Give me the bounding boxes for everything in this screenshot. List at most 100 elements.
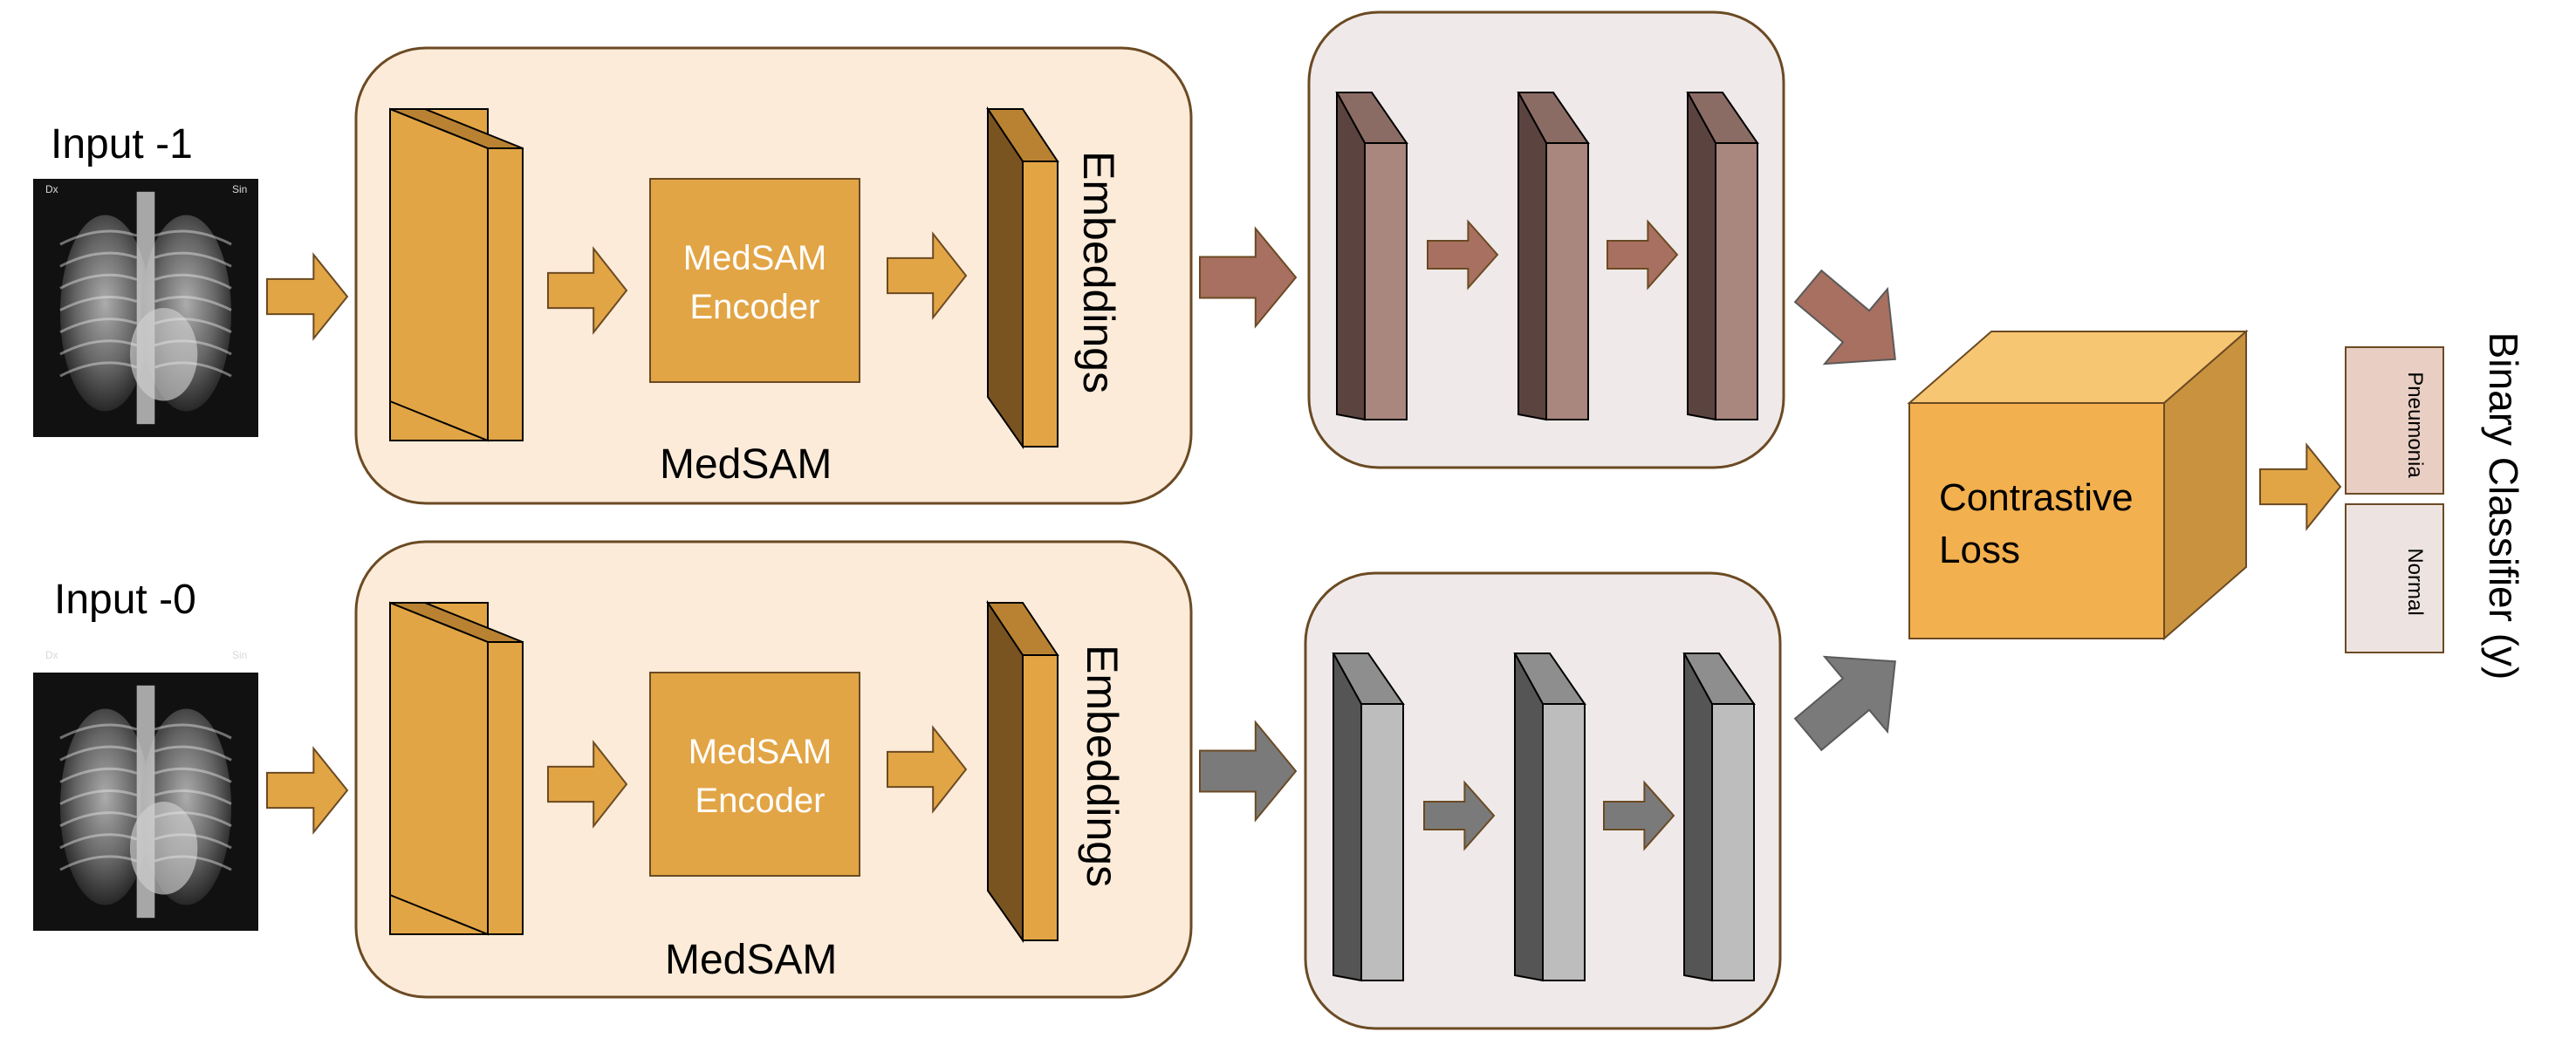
branch-0-xray bbox=[33, 673, 258, 931]
branch-0-xray-rib-l-0 bbox=[154, 723, 232, 740]
branch-0-xray-heart bbox=[129, 802, 198, 895]
branch-1-input-arrow bbox=[266, 252, 349, 341]
branch-0-xray-rib-l-1 bbox=[154, 745, 232, 762]
medsam-label-top: MedSAM bbox=[660, 441, 832, 488]
branch-1-xray-rib-r-4 bbox=[59, 318, 138, 334]
branch-0-to-projection-arrow bbox=[1199, 720, 1298, 823]
branch-0-emb-front bbox=[1022, 654, 1058, 941]
input-1-label: Input -1 bbox=[51, 121, 193, 167]
projection-bottom-slab-2-side bbox=[1683, 652, 1713, 982]
branch-1-emb-side bbox=[987, 106, 1024, 450]
normal-box bbox=[2345, 503, 2444, 653]
branch-0-input-slab-side bbox=[487, 641, 524, 935]
projection-bottom-slab-1-front bbox=[1542, 703, 1586, 981]
medsam-label-bottom: MedSAM bbox=[665, 937, 838, 983]
branch-1-xray-rib-r-6 bbox=[59, 361, 138, 378]
diag-arrow-top-group bbox=[1793, 269, 1896, 366]
branch-0-input-arrow bbox=[266, 746, 349, 835]
branch-1-xray-rib-l-1 bbox=[154, 251, 232, 268]
projection-top-slab-1-front bbox=[1545, 142, 1589, 420]
projection-bottom-slab-0-side bbox=[1333, 652, 1362, 982]
branch-0-to-embeddings-arrow bbox=[887, 725, 968, 814]
projection-bottom-arrow-1 bbox=[1423, 780, 1496, 851]
branch-0-xray-rib-l-5 bbox=[154, 833, 232, 850]
contrastive-loss-line1: Contrastive bbox=[1939, 476, 2134, 519]
projection-bottom-slab-2-front bbox=[1711, 703, 1755, 981]
projection-top-slab-0-side bbox=[1336, 92, 1366, 421]
branch-0-xray-rib-l-2 bbox=[154, 767, 232, 783]
encoder-label-bottom-line2: Encoder bbox=[695, 782, 826, 820]
branch-1-emb-front bbox=[1022, 161, 1058, 448]
projection-top-arrow-1 bbox=[1427, 219, 1499, 290]
branch-0-xray-lung-right bbox=[59, 708, 151, 905]
branch-0-xray-rib-r-0 bbox=[59, 723, 138, 740]
projection-bottom-slab-1-side bbox=[1514, 652, 1544, 982]
projection-bottom-arrow-2 bbox=[1603, 780, 1675, 851]
branch-1-xray-lung-right bbox=[59, 215, 151, 412]
input-0-label: Input -0 bbox=[54, 577, 196, 623]
diag-arrow-bottom-group bbox=[1793, 655, 1896, 752]
branch-1-xray-rib-l-3 bbox=[154, 295, 232, 311]
branch-1-to-embeddings-arrow bbox=[887, 231, 968, 320]
branch-0-xray-rib-l-4 bbox=[154, 811, 232, 828]
projection-top-slab-2-side bbox=[1687, 92, 1716, 421]
branch-0-encoder-box bbox=[649, 672, 860, 877]
diag-arrow-top bbox=[1793, 269, 1896, 366]
branch-1-xray-heart bbox=[129, 308, 198, 401]
output-arrow bbox=[2259, 442, 2342, 531]
xray-1-right-tag: Sin bbox=[232, 183, 248, 195]
loss-cube-front bbox=[1908, 402, 2165, 639]
branch-0-xray-rib-l-3 bbox=[154, 789, 232, 805]
branch-0-xray-rib-r-5 bbox=[59, 833, 138, 850]
branch-0-to-encoder-arrow bbox=[547, 740, 628, 829]
branch-1-xray-rib-r-1 bbox=[59, 251, 138, 268]
encoder-label-bottom: MedSAM Encoder bbox=[655, 728, 865, 825]
projection-top-arrow-2 bbox=[1607, 219, 1679, 290]
xray-0-left-tag: Dx bbox=[45, 649, 58, 661]
encoder-label-top-line2: Encoder bbox=[689, 288, 820, 326]
branch-0-xray-rib-r-3 bbox=[59, 789, 138, 805]
pneumonia-label: Pneumonia bbox=[2403, 372, 2427, 478]
branch-1-xray-rib-l-6 bbox=[154, 361, 232, 378]
encoder-label-bottom-line1: MedSAM bbox=[688, 733, 832, 771]
branch-0-xray-rib-r-1 bbox=[59, 745, 138, 762]
branch-0-input-slab-face bbox=[389, 601, 489, 936]
branch-1-encoder-box bbox=[649, 178, 860, 383]
normal-label: Normal bbox=[2403, 548, 2427, 616]
encoder-label-top-line1: MedSAM bbox=[682, 239, 827, 277]
encoder-label-top: MedSAM Encoder bbox=[650, 234, 860, 331]
projection-top-slab-2-front bbox=[1715, 142, 1758, 420]
embeddings-label-bottom: Embeddings bbox=[1078, 645, 1127, 887]
embeddings-label-top: Embeddings bbox=[1074, 151, 1123, 393]
diag-arrow-bottom bbox=[1793, 655, 1896, 752]
branch-1-input-slab-side bbox=[487, 147, 524, 441]
branch-1-xray-rib-l-0 bbox=[154, 229, 232, 246]
branch-1-to-projection-arrow bbox=[1199, 226, 1298, 329]
pneumonia-box bbox=[2345, 346, 2444, 495]
branch-1-input-slab-face bbox=[389, 107, 489, 442]
branch-1-xray-rib-l-4 bbox=[154, 318, 232, 334]
branch-1-xray bbox=[33, 179, 258, 437]
branch-0-xray-rib-r-2 bbox=[59, 767, 138, 783]
branch-0-xray-rib-l-6 bbox=[154, 855, 232, 871]
contrastive-loss-line2: Loss bbox=[1939, 529, 2020, 571]
xray-1-left-tag: Dx bbox=[45, 183, 58, 195]
projection-top-slab-1-side bbox=[1518, 92, 1547, 421]
contrastive-loss-label: Contrastive Loss bbox=[1939, 472, 2134, 577]
branch-1-xray-rib-l-2 bbox=[154, 273, 232, 290]
branch-0-xray-rib-r-4 bbox=[59, 811, 138, 828]
binary-classifier-label: Binary Classifier (y) bbox=[2481, 331, 2526, 680]
branch-1-xray-rib-l-5 bbox=[154, 339, 232, 356]
branch-1-xray-rib-r-3 bbox=[59, 295, 138, 311]
projection-bottom-slab-0-front bbox=[1360, 703, 1404, 981]
branch-1-xray-rib-r-0 bbox=[59, 229, 138, 246]
branch-1-xray-rib-r-2 bbox=[59, 273, 138, 290]
branch-0-xray-rib-r-6 bbox=[59, 855, 138, 871]
branch-0-emb-side bbox=[987, 599, 1024, 944]
projection-top-slab-0-front bbox=[1364, 142, 1408, 420]
xray-0-right-tag: Sin bbox=[232, 649, 248, 661]
branch-1-xray-rib-r-5 bbox=[59, 339, 138, 356]
branch-1-to-encoder-arrow bbox=[547, 246, 628, 335]
